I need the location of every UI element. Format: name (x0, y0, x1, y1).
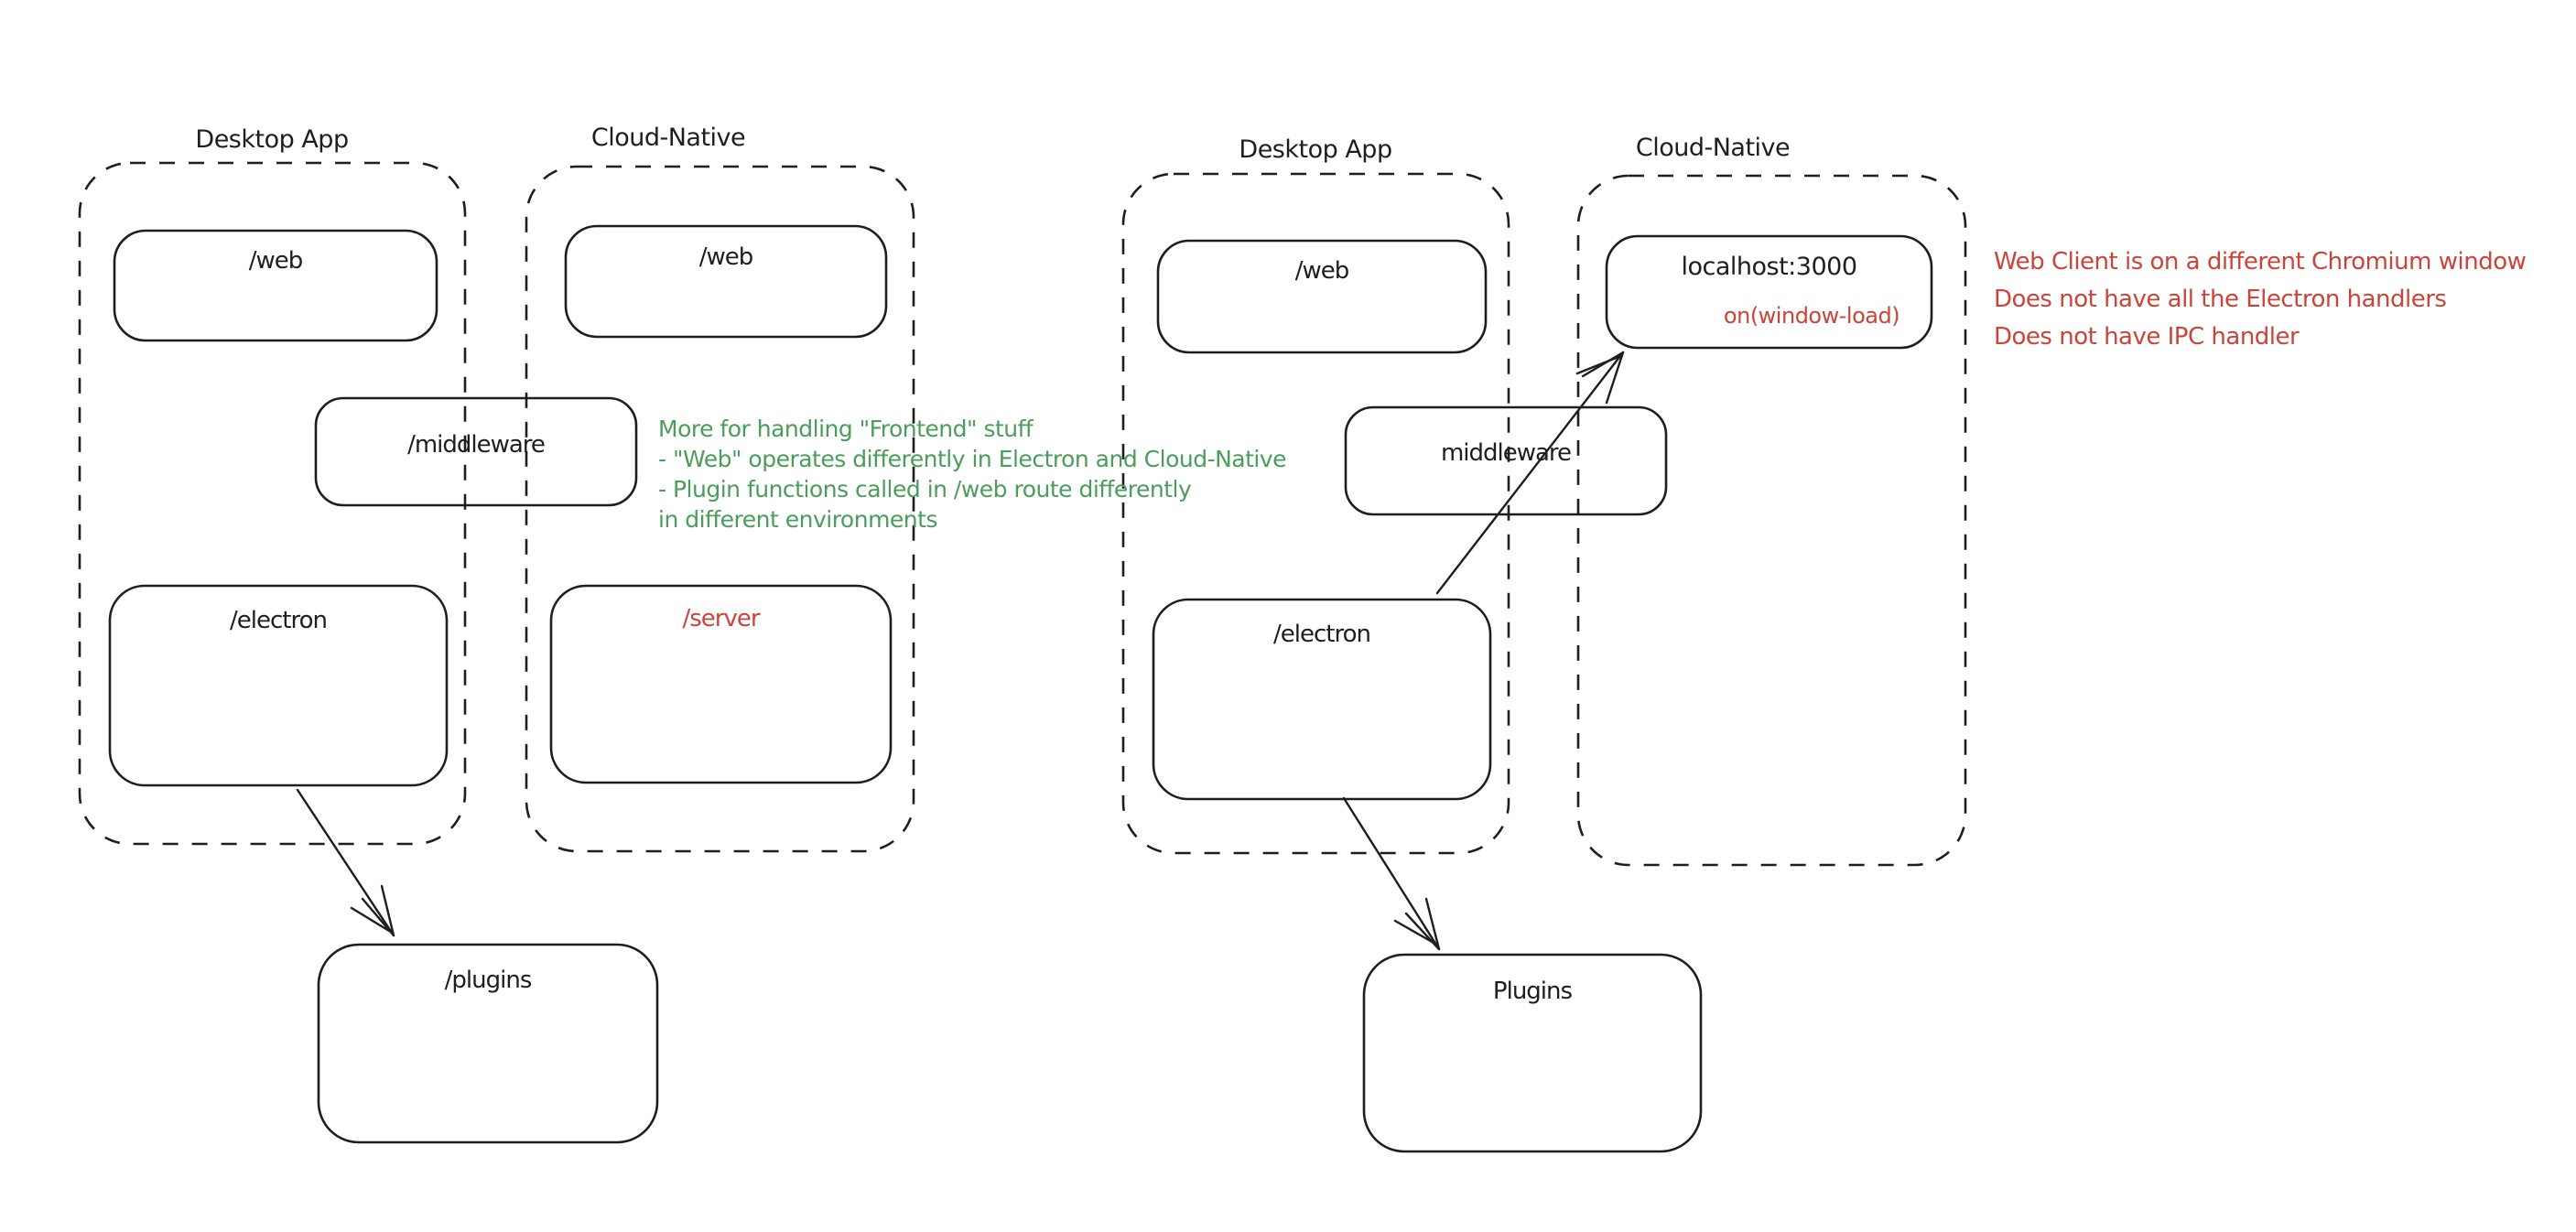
left-cloud-native-container (525, 165, 915, 853)
green-annotation-line-4: in different environments (658, 506, 937, 533)
green-annotation-line-3: - Plugin functions called in /web route … (658, 476, 1192, 503)
left-middleware-label: /middleware (407, 431, 546, 459)
left-desktop-app-container (78, 161, 467, 846)
right-localhost-box (1605, 234, 1933, 350)
right-middleware-label: middleware (1440, 439, 1572, 467)
right-electron-box (1152, 598, 1492, 801)
arrow-electron-to-plugins-left (296, 788, 395, 937)
right-web-label: /web (1294, 257, 1350, 285)
right-desktop-app-title: Desktop App (1239, 135, 1392, 164)
left-server-label: /server (682, 605, 760, 632)
red-annotation-line-2: Does not have all the Electron handlers (1994, 286, 2447, 313)
left-middleware-box (314, 396, 638, 507)
left-plugins-label: /plugins (444, 967, 533, 994)
left-web-cloud-label: /web (698, 243, 754, 271)
left-desktop-app-title: Desktop App (195, 125, 349, 154)
left-electron-label: /electron (230, 607, 328, 634)
right-on-window-load-label: on(window-load) (1723, 303, 1900, 329)
left-cloud-native-title: Cloud-Native (590, 124, 746, 152)
right-plugins-label: Plugins (1492, 978, 1573, 1005)
red-annotation-line-1: Web Client is on a different Chromium wi… (1994, 248, 2527, 276)
green-annotation: More for handling "Frontend" stuff - "We… (658, 414, 1287, 535)
left-web-desktop-label: /web (248, 247, 304, 275)
red-annotation: Web Client is on a different Chromium wi… (1994, 243, 2527, 356)
green-annotation-line-2: - "Web" operates differently in Electron… (658, 446, 1287, 472)
red-annotation-line-3: Does not have IPC handler (1994, 323, 2300, 351)
right-middleware-box (1344, 405, 1668, 516)
right-electron-label: /electron (1273, 621, 1371, 648)
left-plugins-box (317, 943, 659, 1144)
green-annotation-line-1: More for handling "Frontend" stuff (658, 416, 1034, 442)
left-electron-box (108, 584, 449, 787)
right-plugins-box (1362, 953, 1703, 1153)
left-server-box (549, 584, 893, 784)
left-web-desktop-box (113, 229, 438, 342)
right-cloud-native-container (1576, 174, 1967, 867)
right-localhost-label: localhost:3000 (1681, 253, 1857, 281)
arrow-electron-to-localhost (1435, 351, 1625, 595)
arrow-electron-to-plugins-right (1342, 796, 1441, 951)
right-web-box (1156, 239, 1488, 354)
left-web-cloud-box (564, 224, 888, 339)
right-cloud-native-title: Cloud-Native (1635, 134, 1791, 162)
